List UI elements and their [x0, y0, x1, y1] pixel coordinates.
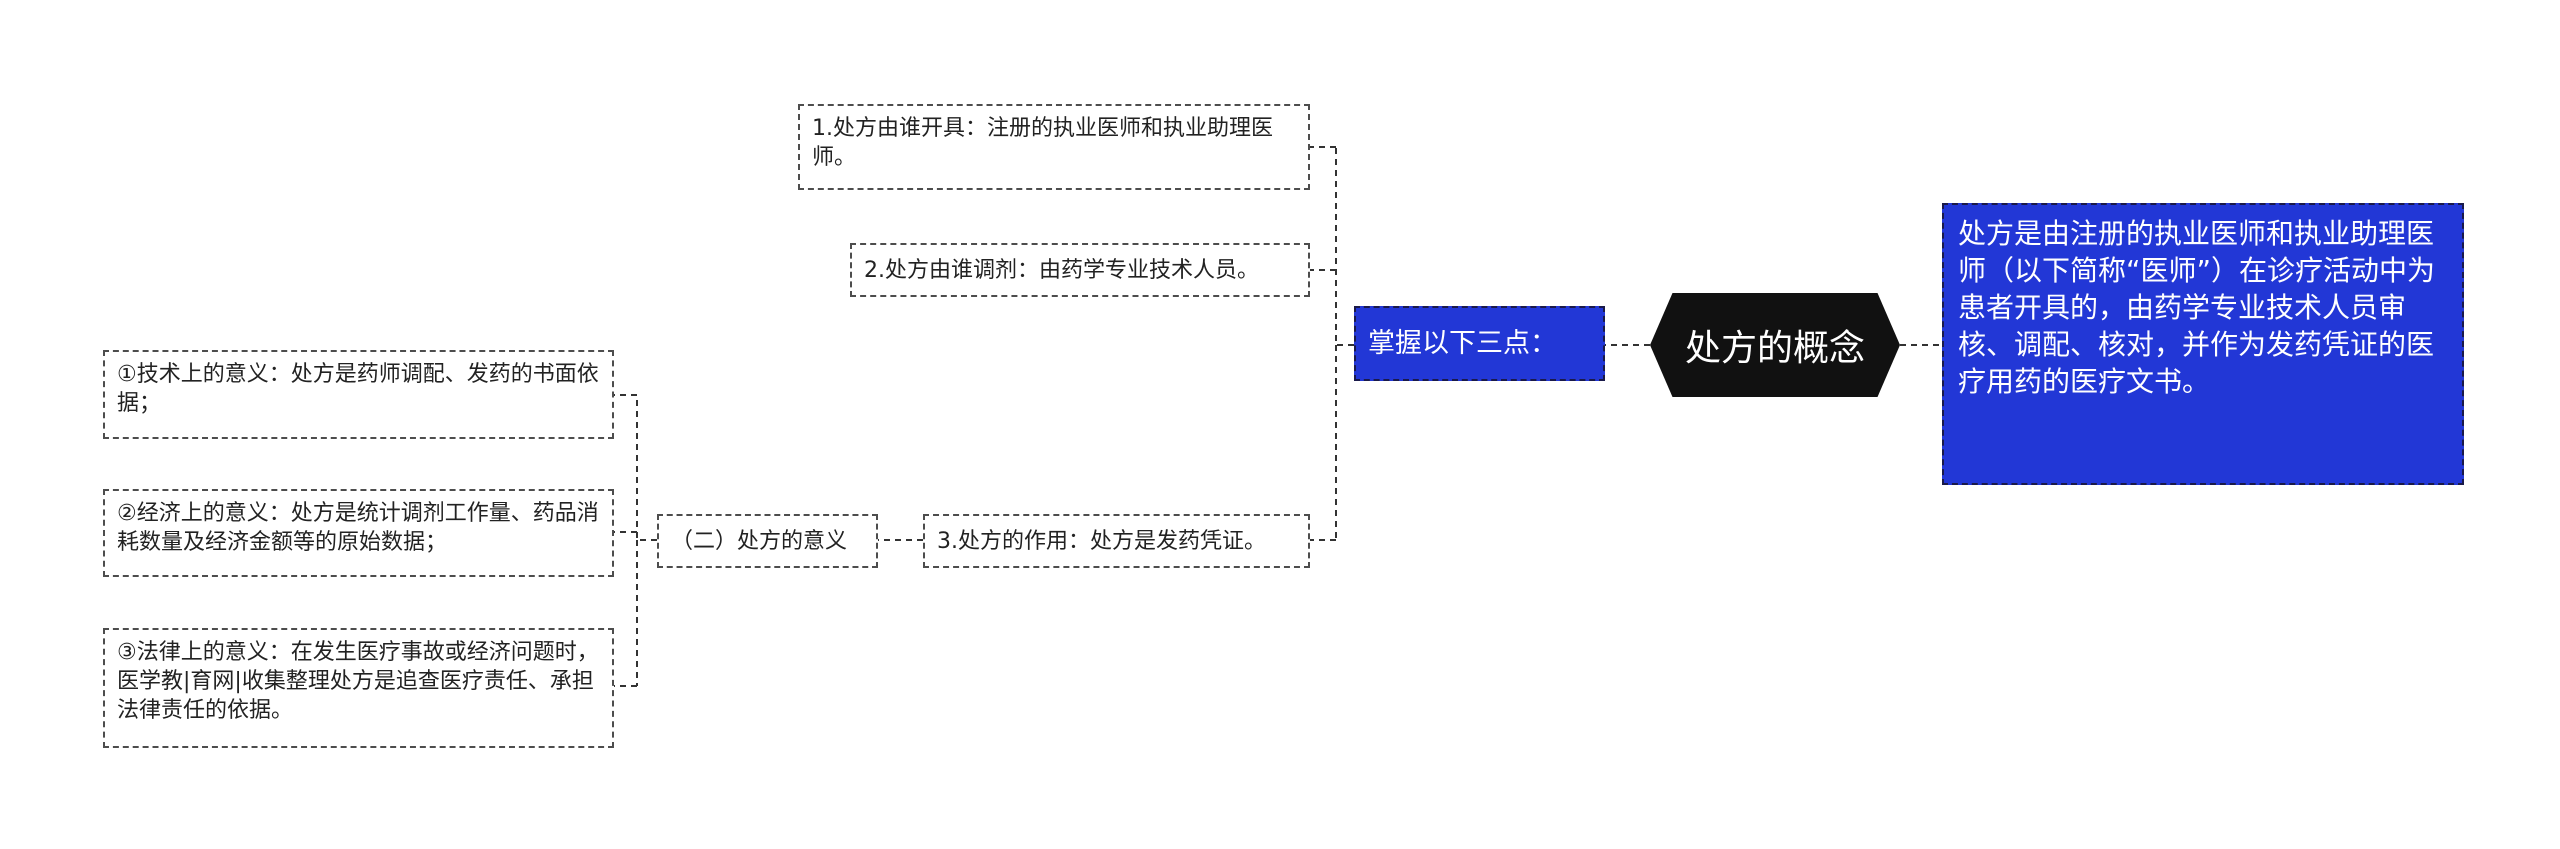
key-point-1-text: 1.处方由谁开具：注册的执业医师和执业助理医师。 [812, 116, 1273, 170]
meaning-legal[interactable]: ③法律上的意义：在发生医疗事故或经济问题时，医学教|育网|收集整理处方是追查医疗… [103, 628, 614, 748]
key-point-2-text: 2.处方由谁调剂：由药学专业技术人员。 [864, 257, 1259, 283]
meaning-legal-text: ③法律上的意义：在发生医疗事故或经济问题时，医学教|育网|收集整理处方是追查医疗… [117, 640, 599, 723]
branch-meaning-label: （二）处方的意义 [671, 528, 848, 554]
branch-meaning[interactable]: （二）处方的意义 [657, 514, 878, 568]
link-branch-trunk [1335, 147, 1354, 540]
link-meaning-trunk [636, 395, 657, 686]
meaning-technical-text: ①技术上的意义：处方是药师调配、发药的书面依据； [117, 362, 599, 416]
key-point-3[interactable]: 3.处方的作用：处方是发药凭证。 [923, 514, 1310, 568]
branch-key-points[interactable]: 掌握以下三点： [1354, 306, 1605, 381]
definition-note-text: 处方是由注册的执业医师和执业助理医师（以下简称“医师”）在诊疗活动中为患者开具的… [1958, 217, 2436, 398]
central-topic-title: 处方的概念 [1684, 328, 1865, 369]
definition-note[interactable]: 处方是由注册的执业医师和执业助理医师（以下简称“医师”）在诊疗活动中为患者开具的… [1942, 203, 2464, 485]
central-topic[interactable]: 处方的概念 [1650, 293, 1900, 397]
key-point-1[interactable]: 1.处方由谁开具：注册的执业医师和执业助理医师。 [798, 104, 1310, 190]
meaning-economic-text: ②经济上的意义：处方是统计调剂工作量、药品消耗数量及经济金额等的原始数据； [117, 501, 599, 555]
meaning-economic[interactable]: ②经济上的意义：处方是统计调剂工作量、药品消耗数量及经济金额等的原始数据； [103, 489, 614, 577]
meaning-technical[interactable]: ①技术上的意义：处方是药师调配、发药的书面依据； [103, 350, 614, 439]
key-point-3-text: 3.处方的作用：处方是发药凭证。 [937, 528, 1266, 554]
key-point-2[interactable]: 2.处方由谁调剂：由药学专业技术人员。 [850, 243, 1310, 297]
branch-key-points-label: 掌握以下三点： [1368, 328, 1557, 359]
